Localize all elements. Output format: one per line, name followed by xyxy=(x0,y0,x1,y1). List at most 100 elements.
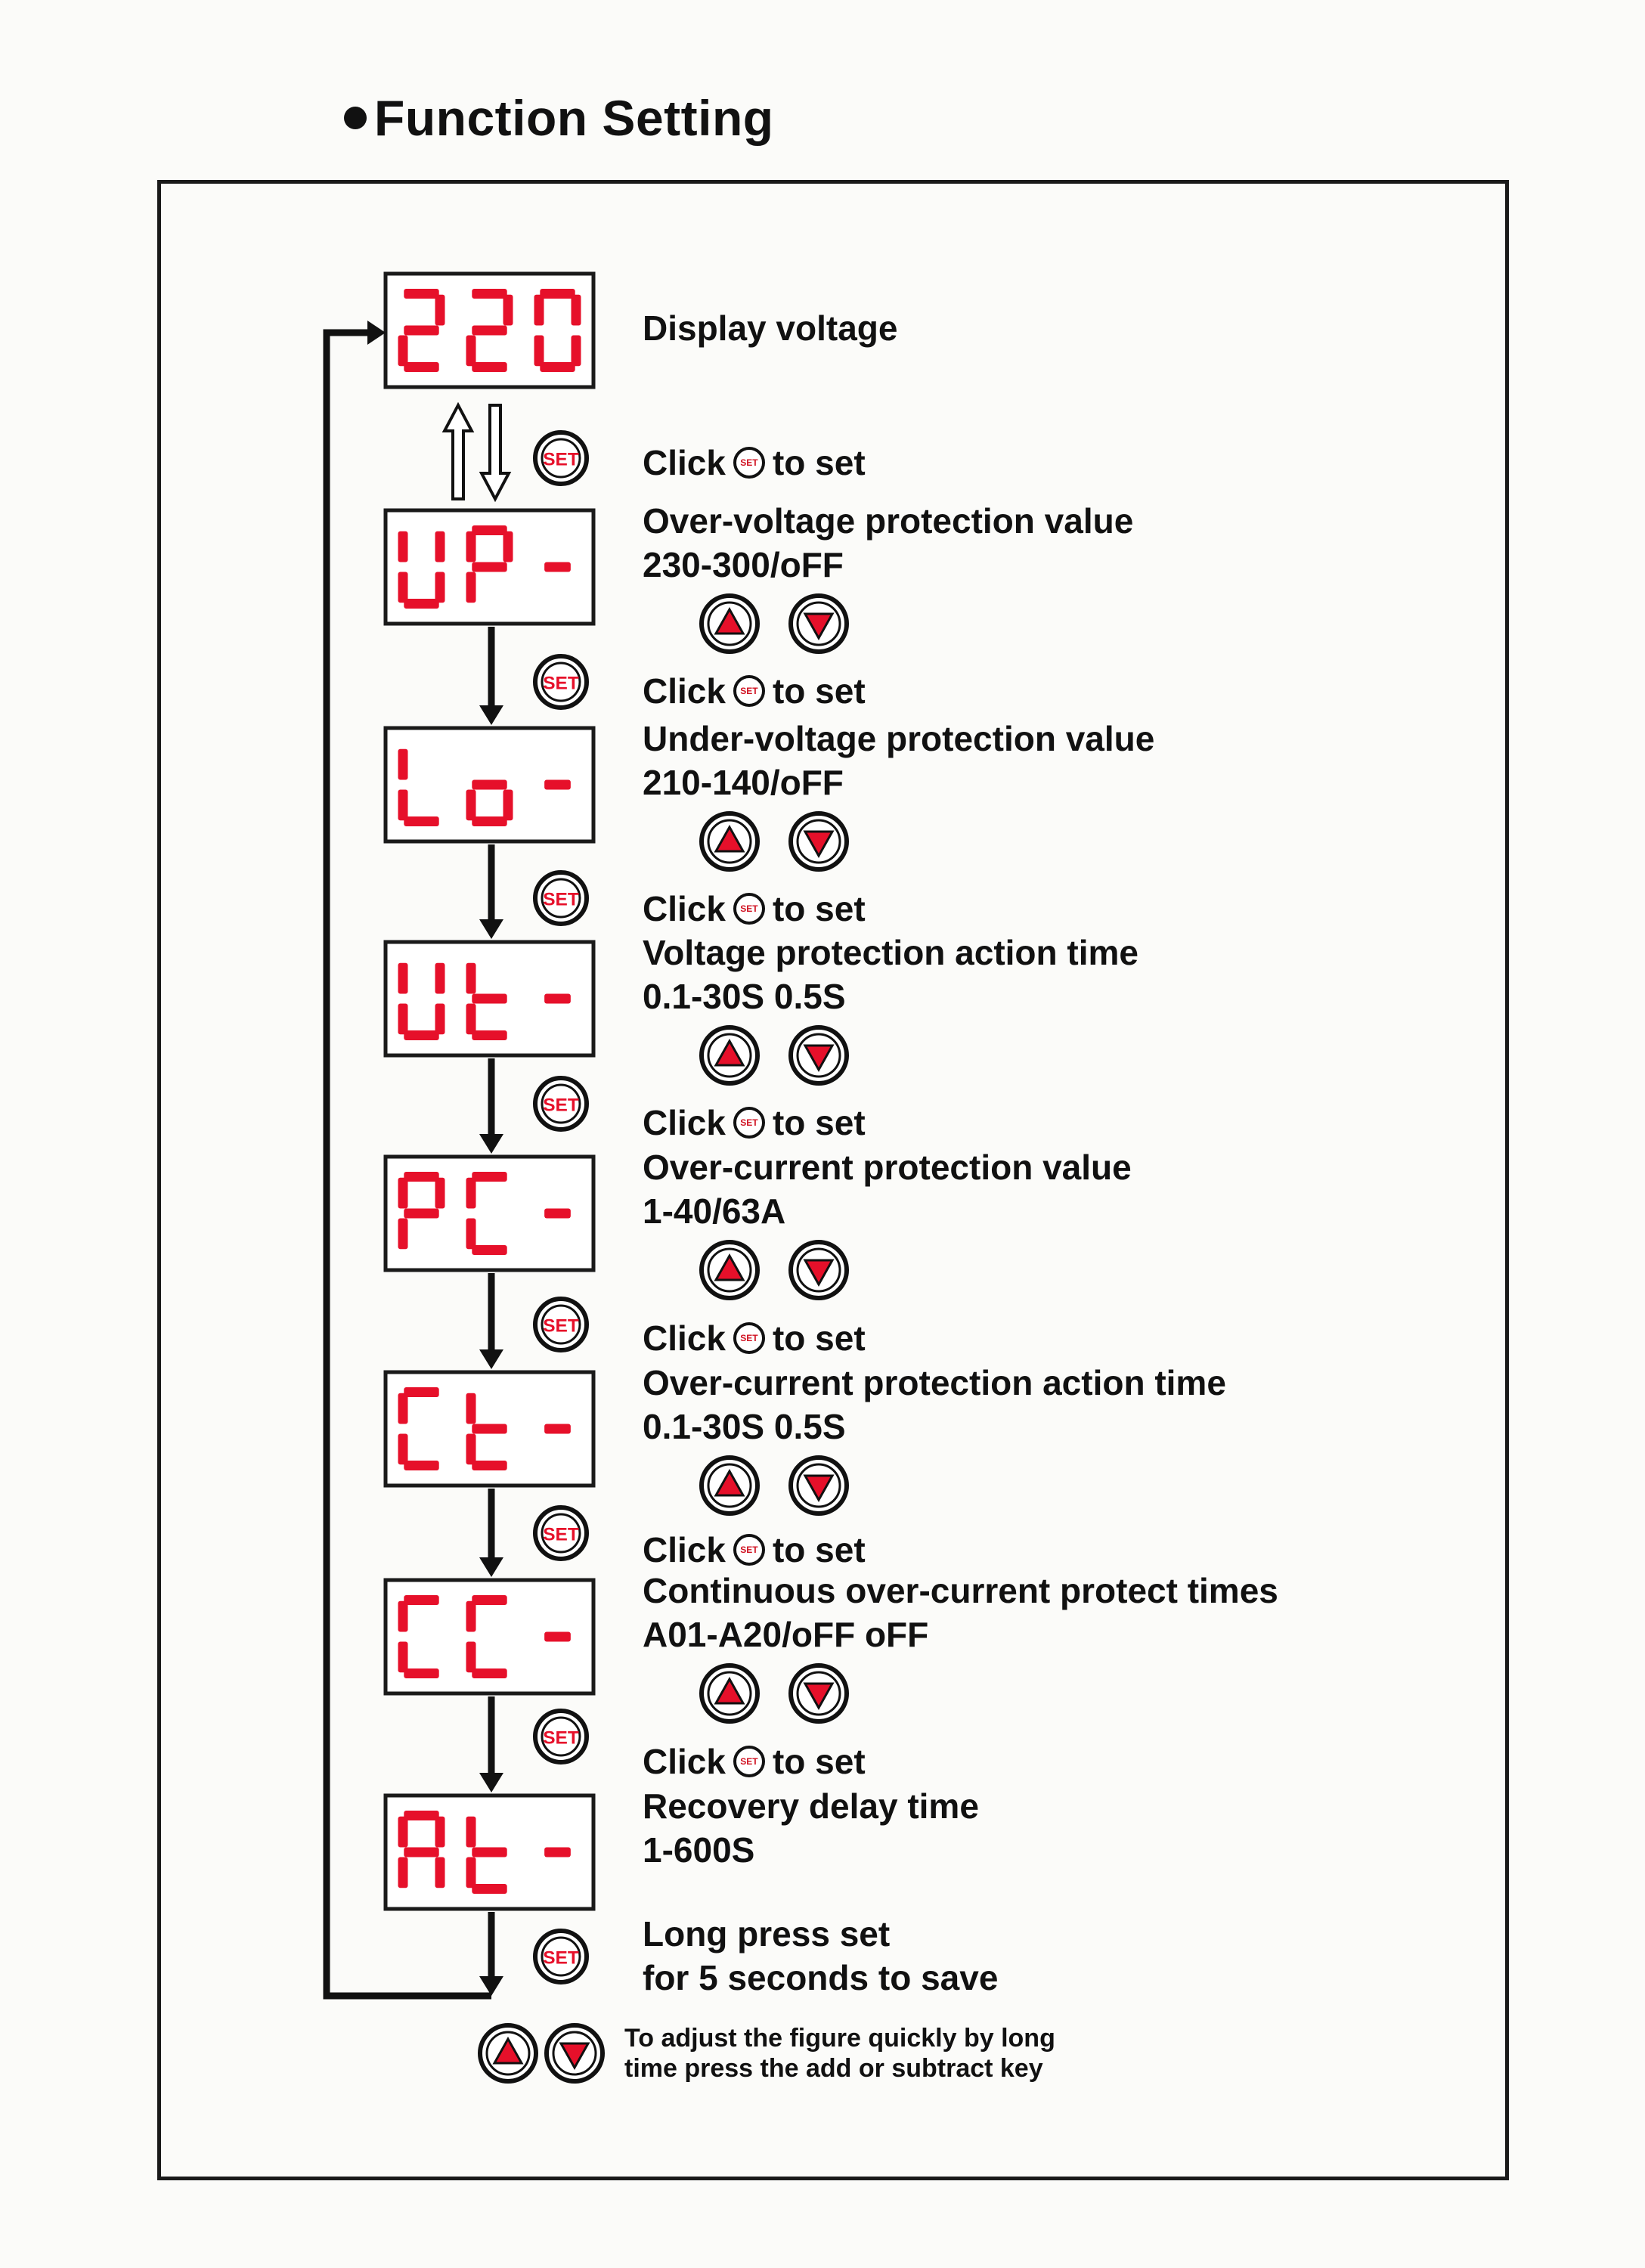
down-arrow xyxy=(479,1273,503,1369)
set-key-icon: SET xyxy=(733,1533,765,1566)
step-title: Display voltage xyxy=(643,308,898,348)
page-title: Function Setting xyxy=(344,89,774,147)
segment-e xyxy=(534,335,544,367)
set-key-label: SET xyxy=(543,1316,579,1337)
title-text: Function Setting xyxy=(374,90,774,146)
led-display-1 xyxy=(383,271,596,389)
click-text: Click xyxy=(643,1742,726,1781)
led-display-5 xyxy=(383,1154,596,1272)
up-triangle-icon xyxy=(714,606,745,635)
segment-c xyxy=(435,572,445,603)
step-title: Over-current protection value xyxy=(643,1148,1132,1187)
set-key-inner-ring xyxy=(541,1513,581,1554)
segment-d xyxy=(472,1461,507,1470)
set-key-inner-ring xyxy=(541,878,581,919)
segment-b xyxy=(503,294,513,326)
segment-f xyxy=(398,748,408,780)
up-triangle-icon xyxy=(714,1253,745,1281)
step-range: 0.1-30S 0.5S xyxy=(643,1407,846,1446)
set-key-inner-ring xyxy=(541,1304,581,1345)
led-display-3 xyxy=(383,726,596,844)
led-display-7 xyxy=(383,1578,596,1696)
arrow-head xyxy=(479,1134,503,1154)
set-key-label: SET xyxy=(543,1728,579,1749)
up-key xyxy=(699,1663,760,1724)
set-key: SET xyxy=(533,430,589,486)
segment-a xyxy=(404,1387,439,1397)
segment-f xyxy=(398,962,408,994)
set-key-icon: SET xyxy=(733,1745,765,1777)
to-set-text: to set xyxy=(772,1530,866,1569)
segment-d xyxy=(472,1245,507,1255)
down-key xyxy=(788,1025,849,1086)
segment-g xyxy=(544,562,571,572)
segment-g xyxy=(472,1424,507,1434)
set-key-inner-ring xyxy=(541,438,581,479)
up-triangle-icon xyxy=(714,1038,745,1067)
loop-arrow-head xyxy=(367,321,386,345)
step-range: 1-40/63A xyxy=(643,1191,786,1231)
segment-b xyxy=(435,962,445,994)
set-key: SET xyxy=(533,1929,589,1984)
down-arrow xyxy=(479,1489,503,1577)
up-key xyxy=(699,593,760,654)
segment-e xyxy=(398,789,408,821)
segment-f xyxy=(466,1816,476,1848)
note-line-2: time press the add or subtract key xyxy=(624,2054,1043,2083)
bullet-icon xyxy=(344,106,367,129)
down-arrow xyxy=(479,844,503,939)
down-key xyxy=(788,811,849,872)
arrow-head xyxy=(479,705,503,725)
segment-f xyxy=(466,962,476,994)
segment-d xyxy=(472,362,507,372)
segment-a xyxy=(404,289,439,299)
set-key-label: SET xyxy=(543,890,579,910)
segment-e xyxy=(466,1218,476,1250)
down-triangle-icon xyxy=(803,1682,835,1711)
segment-a xyxy=(404,1811,439,1820)
double-arrow-icon xyxy=(441,401,512,503)
set-key-label: SET xyxy=(543,1948,579,1969)
segment-f xyxy=(466,1393,476,1424)
arrow-head xyxy=(479,1773,503,1792)
segment-b xyxy=(435,1177,445,1209)
segment-f xyxy=(534,294,544,326)
segment-d xyxy=(472,1030,507,1040)
segment-d xyxy=(404,599,439,609)
segment-e xyxy=(398,1857,408,1888)
segment-e xyxy=(466,1857,476,1888)
arrow-head xyxy=(479,919,503,939)
segment-b xyxy=(435,531,445,562)
segment-e xyxy=(398,335,408,367)
up-key xyxy=(699,1455,760,1516)
set-key: SET xyxy=(533,654,589,710)
down-triangle-icon xyxy=(803,612,835,641)
segment-e xyxy=(466,1003,476,1035)
segment-a xyxy=(472,1595,507,1605)
set-key-icon: SET xyxy=(733,674,765,707)
up-key xyxy=(699,811,760,872)
set-key-label: SET xyxy=(543,1525,579,1545)
segment-f xyxy=(398,1816,408,1848)
set-key-icon: SET xyxy=(733,1321,765,1354)
segment-f xyxy=(398,1393,408,1424)
step-range: 230-300/oFF xyxy=(643,545,844,584)
diagram-frame xyxy=(157,180,1509,2180)
down-arrow xyxy=(479,404,512,503)
step-title: Recovery delay time xyxy=(643,1786,979,1826)
segment-f xyxy=(466,1177,476,1209)
segment-c xyxy=(503,789,513,821)
segment-g xyxy=(544,1208,571,1219)
step-range: 210-140/oFF xyxy=(643,763,844,802)
segment-d xyxy=(472,816,507,826)
segment-f xyxy=(398,1600,408,1632)
loop-back-line xyxy=(323,321,491,2000)
step-title: Over-voltage protection value xyxy=(643,501,1134,541)
to-set-text: to set xyxy=(772,1742,866,1781)
segment-d xyxy=(404,1461,439,1470)
segment-a xyxy=(472,525,507,535)
segment-d xyxy=(404,1668,439,1678)
click-text: Click xyxy=(643,1103,726,1142)
